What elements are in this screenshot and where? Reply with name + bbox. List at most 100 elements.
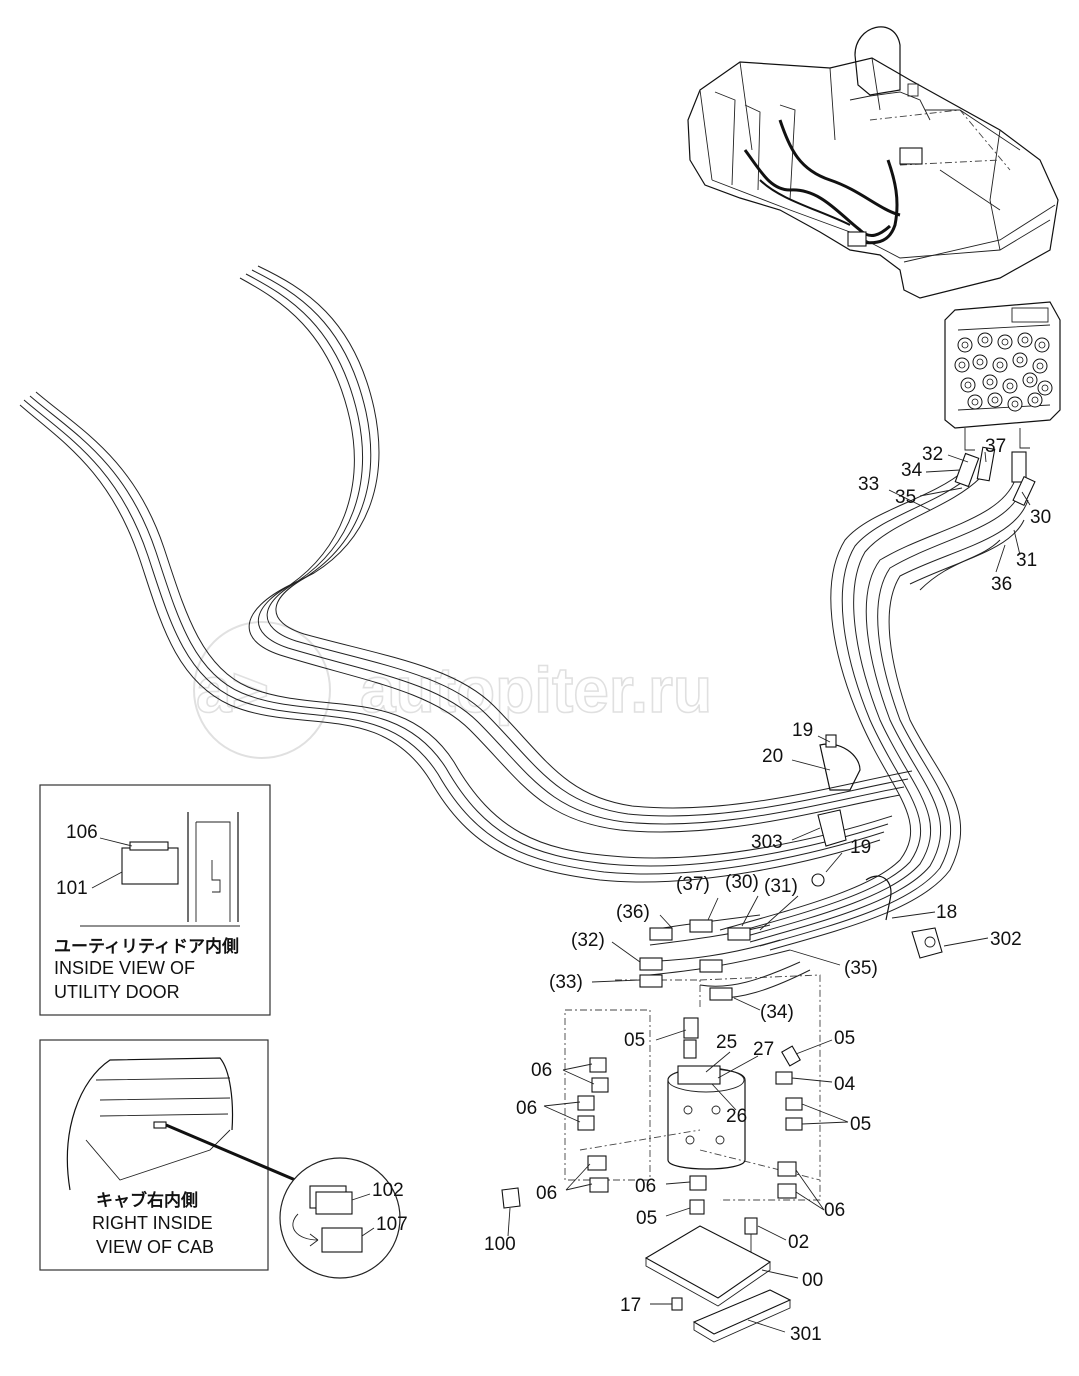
- valve-port: [997, 334, 1013, 350]
- valve-port-inner: [961, 341, 969, 349]
- callout-06-upper-left: 06: [531, 1060, 552, 1081]
- hose-end-34: [709, 987, 733, 1001]
- callout-02: 02: [788, 1232, 809, 1253]
- elbow-06c2: [589, 1177, 609, 1193]
- valve-port: [992, 357, 1008, 373]
- callout-06-lower-left: 06: [536, 1183, 557, 1204]
- watermark-text: autopiter.ru: [360, 654, 712, 726]
- label-106: [129, 841, 169, 851]
- hose-end-35: [699, 959, 723, 973]
- utility-door-label-101: 101: [56, 878, 88, 899]
- valve-port: [967, 394, 983, 410]
- valve-port: [1017, 332, 1033, 348]
- valve-port-inner: [1026, 376, 1034, 384]
- callout-00: 00: [802, 1270, 823, 1291]
- callout-31: 31: [1016, 550, 1037, 571]
- valve-port-inner: [1041, 384, 1049, 392]
- fitting-05d: [689, 1199, 705, 1215]
- valve-port: [972, 354, 988, 370]
- bracket-303: [817, 809, 847, 847]
- fitting-05c1: [785, 1097, 803, 1111]
- cab-label-102: 102: [372, 1180, 404, 1201]
- elbow-06d: [689, 1175, 707, 1191]
- bolt-17: [671, 1297, 683, 1311]
- valve-port-inner: [996, 361, 1004, 369]
- valve-port-inner: [1036, 362, 1044, 370]
- callout-17: 17: [620, 1295, 641, 1316]
- valve-hose-fittings: [954, 446, 1036, 507]
- valve-port-inner: [1001, 338, 1009, 346]
- fitting-05a: [683, 1017, 699, 1039]
- elbow-06c1: [587, 1155, 607, 1171]
- callout-20: 20: [762, 746, 783, 767]
- utility-door-caption-en-1: INSIDE VIEW OF: [54, 958, 195, 978]
- callout-302: 302: [990, 929, 1022, 950]
- watermark-logo-glyph: a>: [196, 654, 269, 726]
- bolt-19b: [811, 873, 825, 887]
- valve-port-inner: [1038, 341, 1046, 349]
- cab-label-107: 107: [376, 1214, 408, 1235]
- cab-caption-en-2: VIEW OF CAB: [96, 1237, 214, 1257]
- valve-port-inner: [986, 378, 994, 386]
- valve-port-inner: [1021, 336, 1029, 344]
- valve-port: [1037, 380, 1053, 396]
- callout-30-paren: (30): [725, 872, 759, 893]
- inset-utility-door: 106 101 ユーティリティドア内側 INSIDE VIEW OF UTILI…: [39, 784, 271, 1016]
- callout-36: 36: [991, 574, 1012, 595]
- valve-port-inner: [1006, 382, 1014, 390]
- valve-port: [1027, 392, 1043, 408]
- plate-301: [692, 1289, 792, 1335]
- hose-end-37: [689, 919, 713, 933]
- valve-port: [982, 374, 998, 390]
- callout-06-center: 06: [635, 1176, 656, 1197]
- valve-port-inner: [964, 381, 972, 389]
- callout-30: 30: [1030, 507, 1051, 528]
- callout-19-bottom: 19: [850, 837, 871, 858]
- callout-05-lower: 05: [636, 1208, 657, 1229]
- valve-port-inner: [991, 396, 999, 404]
- utility-door-caption-en-2: UTILITY DOOR: [54, 982, 180, 1002]
- valve-port: [960, 377, 976, 393]
- callout-32-paren: (32): [571, 930, 605, 951]
- utility-door-caption-jp: ユーティリティドア内側: [54, 936, 239, 957]
- valve-port-inner: [981, 336, 989, 344]
- callout-04: 04: [834, 1074, 856, 1095]
- elbow-06a2: [591, 1077, 609, 1093]
- bolt-02: [744, 1217, 758, 1235]
- callout-33: 33: [858, 474, 879, 495]
- callout-25: 25: [716, 1032, 737, 1053]
- valve-port: [1007, 396, 1023, 412]
- callout-05-right: 05: [834, 1028, 855, 1049]
- callout-31-paren: (31): [764, 876, 798, 897]
- hose-end-36: [649, 927, 673, 941]
- callout-06-mid-left: 06: [516, 1098, 537, 1119]
- valve-port: [1002, 378, 1018, 394]
- valve-port: [957, 337, 973, 353]
- valve-port-inner: [971, 398, 979, 406]
- cab-caption-en-1: RIGHT INSIDE: [92, 1213, 213, 1233]
- utility-door-label-106: 106: [66, 822, 98, 843]
- watermark: a> autopiter.ru: [193, 621, 713, 759]
- fitting-04: [775, 1071, 793, 1085]
- elbow-06b2: [577, 1115, 595, 1131]
- clamp-parts: [811, 734, 943, 959]
- valve-port-inner: [958, 361, 966, 369]
- elbow-06e2: [777, 1183, 797, 1199]
- callout-05-upper: 05: [624, 1030, 645, 1051]
- valve-port: [1034, 337, 1050, 353]
- callout-32: 32: [922, 444, 943, 465]
- valve-port: [954, 357, 970, 373]
- pilot-valve-block: [944, 301, 1061, 451]
- inset-cab: 102 107 キャブ右内側 RIGHT INSIDE VIEW OF CAB: [39, 1039, 408, 1279]
- valve-port: [1012, 352, 1028, 368]
- valve-port-inner: [1031, 396, 1039, 404]
- callout-19-top: 19: [792, 720, 813, 741]
- fitting-05c2: [785, 1117, 803, 1131]
- valve-port: [1032, 358, 1048, 374]
- callout-37-paren: (37): [676, 874, 710, 895]
- valve-port-inner: [1016, 356, 1024, 364]
- elbow-06a1: [589, 1057, 607, 1073]
- hose-bundles: [19, 265, 1029, 951]
- callout-35: 35: [895, 487, 916, 508]
